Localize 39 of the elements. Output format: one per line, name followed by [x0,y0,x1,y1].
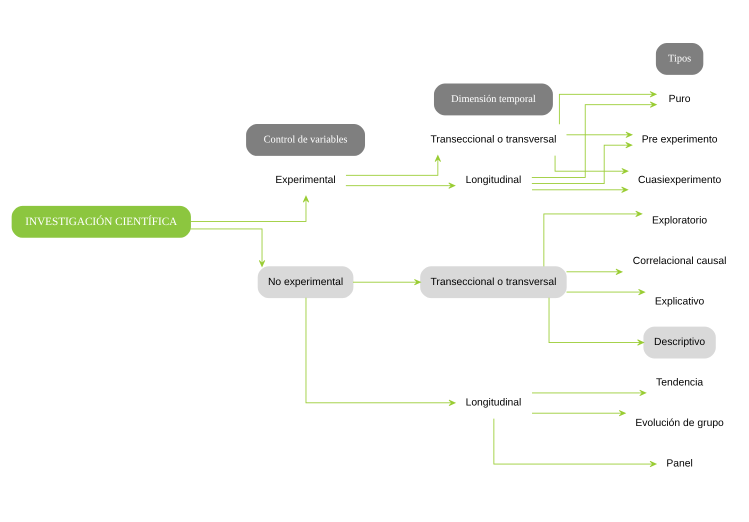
arrow [346,154,441,176]
arrow [531,142,632,184]
node-text: Longitudinal [466,397,522,408]
arrow [532,410,626,416]
node-text: Cuasiexperimento [638,174,722,186]
node-text: Evolución de grupo [635,418,724,429]
arrow [345,182,456,188]
node-box: Tipos [656,42,704,74]
node-text: Transeccional o transversal [430,134,556,146]
node-box: Dimensión temporal [434,83,553,115]
node-text: Tendencia [656,377,704,388]
node-text: Exploratorio [652,215,708,226]
node-text: Pre experimento [642,134,718,146]
arrow [306,296,456,406]
arrow [532,389,646,396]
node-box: Control de variables [246,124,366,156]
node-box: No experimental [258,266,354,298]
node-text: Correlacional causal [632,256,726,267]
arrow [543,210,642,266]
node-box: Descriptivo [643,326,716,358]
arrow [566,268,622,274]
node-text: Puro [668,94,691,105]
node-text: Panel [666,458,693,470]
node-box: INVESTIGACIÓN CIENTÍFICA [12,205,191,238]
arrow [558,90,657,124]
arrow [566,288,646,295]
arrow [190,228,266,266]
node-box: Transeccional o transversal [420,266,567,298]
arrow [493,418,656,467]
node-text: Longitudinal [466,174,522,186]
arrow [548,296,644,346]
arrow [554,154,628,174]
arrow [352,278,421,285]
arrow [566,131,632,138]
node-text: Experimental [275,174,336,186]
node-text: Explicativo [654,296,704,308]
arrow [532,186,628,192]
arrow [190,195,310,222]
arrow [531,101,657,178]
